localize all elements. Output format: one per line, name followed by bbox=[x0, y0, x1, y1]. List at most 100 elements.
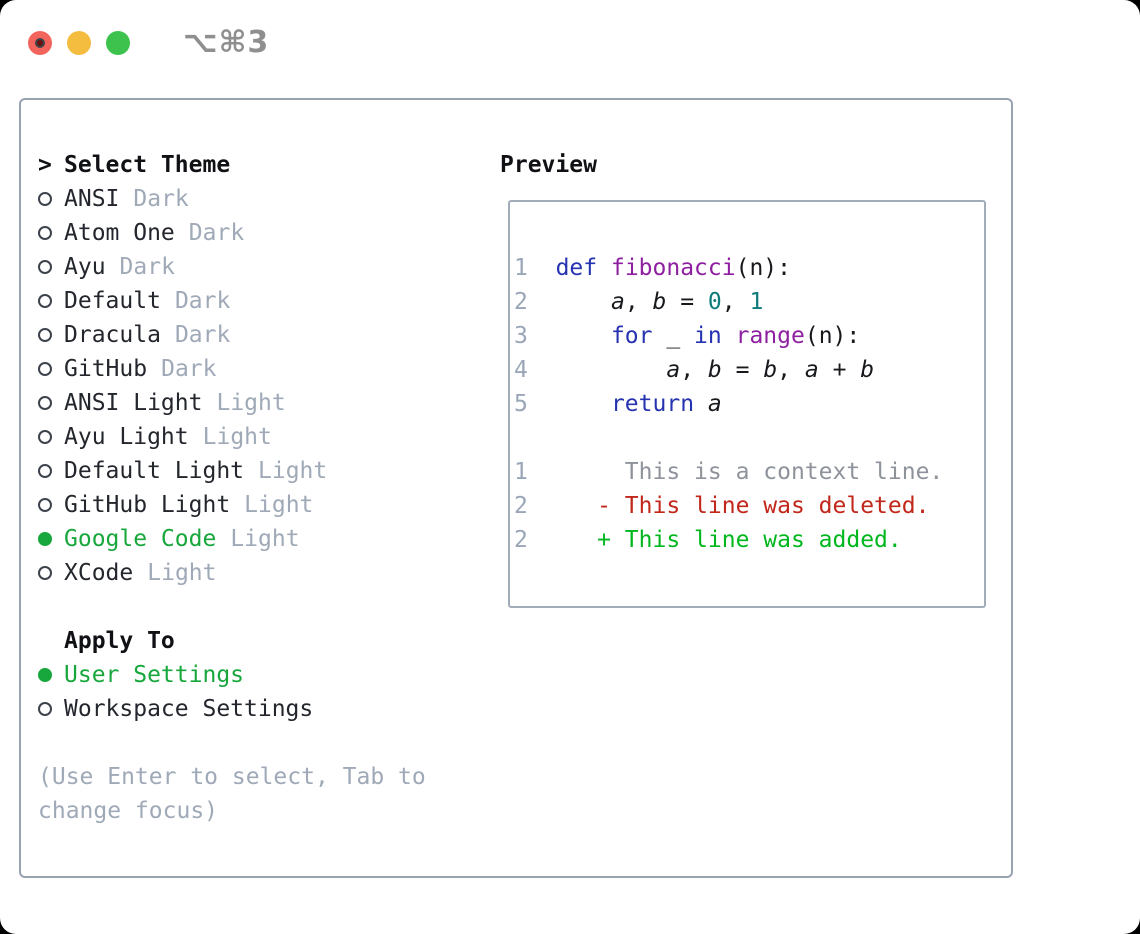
code-token bbox=[722, 319, 736, 353]
diff-text: This is a context line. bbox=[527, 459, 944, 485]
line-number: 2 bbox=[514, 493, 528, 519]
theme-variant-label: Light bbox=[216, 390, 286, 416]
code-token bbox=[694, 387, 708, 421]
theme-name: GitHub Light bbox=[64, 492, 231, 518]
code-token: range bbox=[735, 323, 805, 349]
theme-variant-label: Dark bbox=[188, 220, 245, 246]
diff-line: 1 This is a context line. bbox=[514, 455, 984, 489]
apply-option-label: Workspace Settings bbox=[64, 696, 314, 722]
code-token: a bbox=[707, 391, 722, 417]
radio-icon bbox=[38, 362, 52, 376]
theme-name: Default Light bbox=[64, 458, 245, 484]
close-modified-dot-icon bbox=[35, 37, 45, 48]
theme-variant-label: Light bbox=[230, 526, 300, 552]
diff-text: + This line was added. bbox=[527, 527, 902, 553]
code-token: fibonacci bbox=[610, 255, 736, 281]
select-theme-header: > Select Theme bbox=[38, 148, 470, 182]
radio-icon bbox=[38, 464, 52, 478]
code-token: a bbox=[804, 357, 819, 383]
window-title: ⌥⌘3 bbox=[183, 25, 270, 60]
code-token bbox=[528, 285, 611, 319]
theme-variant-label: Light bbox=[244, 492, 314, 518]
code-token: = bbox=[721, 357, 764, 383]
radio-icon bbox=[38, 532, 52, 546]
radio-icon bbox=[38, 226, 52, 240]
radio-icon bbox=[38, 294, 52, 308]
code-token: , bbox=[777, 357, 805, 383]
diff-line: 2 - This line was deleted. bbox=[514, 489, 984, 523]
apply-option-label: User Settings bbox=[64, 662, 245, 688]
theme-variant-label: Dark bbox=[161, 356, 217, 382]
radio-icon bbox=[38, 668, 52, 682]
code-token bbox=[528, 251, 556, 285]
theme-name: GitHub bbox=[64, 356, 148, 382]
theme-option[interactable]: Dracula Dark bbox=[38, 318, 470, 352]
focus-prompt-icon: > bbox=[38, 152, 52, 178]
select-theme-header-label: Select Theme bbox=[64, 152, 231, 178]
zoom-button[interactable] bbox=[106, 30, 130, 55]
theme-name: ANSI Light bbox=[64, 390, 203, 416]
code-token: b bbox=[652, 289, 667, 315]
theme-option[interactable]: XCode Light bbox=[38, 556, 470, 590]
theme-name: Dracula bbox=[64, 322, 161, 348]
code-line: 1 def fibonacci(n): bbox=[514, 251, 984, 285]
titlebar: ⌥⌘3 bbox=[28, 25, 269, 60]
apply-option[interactable]: Workspace Settings bbox=[38, 692, 470, 726]
theme-option[interactable]: Default Light Light bbox=[38, 454, 470, 488]
code-line: 2 a, b = 0, 1 bbox=[514, 285, 984, 319]
code-token: + bbox=[818, 357, 861, 383]
apply-to-header-label: Apply To bbox=[64, 628, 175, 654]
code-token: for bbox=[610, 323, 653, 349]
line-number: 2 bbox=[514, 289, 528, 315]
theme-name: Default bbox=[64, 288, 161, 314]
radio-icon bbox=[38, 566, 52, 580]
theme-option[interactable]: GitHub Light Light bbox=[38, 488, 470, 522]
theme-name: Ayu Light bbox=[64, 424, 189, 450]
radio-icon bbox=[38, 396, 52, 410]
radio-icon bbox=[38, 430, 52, 444]
code-line: 4 a, b = b, a + b bbox=[514, 353, 984, 387]
theme-picker-panel bbox=[19, 98, 1013, 878]
radio-icon bbox=[38, 328, 52, 342]
code-token bbox=[528, 353, 666, 387]
code-token: _ bbox=[652, 323, 695, 349]
code-token bbox=[597, 251, 611, 285]
theme-variant-label: Dark bbox=[133, 186, 189, 212]
line-number: 2 bbox=[514, 527, 528, 553]
apply-option[interactable]: User Settings bbox=[38, 658, 470, 692]
code-token: b bbox=[763, 357, 778, 383]
theme-option[interactable]: Google Code Light bbox=[38, 522, 470, 556]
theme-option[interactable]: ANSI Light Light bbox=[38, 386, 470, 420]
close-button[interactable] bbox=[28, 30, 52, 55]
minimize-button[interactable] bbox=[67, 30, 91, 55]
radio-icon bbox=[38, 498, 52, 512]
theme-variant-label: Light bbox=[258, 458, 328, 484]
theme-name: Google Code bbox=[64, 526, 217, 552]
theme-name: XCode bbox=[64, 560, 134, 586]
line-number: 1 bbox=[514, 459, 528, 485]
code-token: return bbox=[610, 391, 695, 417]
code-token bbox=[528, 319, 611, 353]
line-number: 4 bbox=[514, 357, 528, 383]
radio-icon bbox=[38, 260, 52, 274]
theme-variant-label: Dark bbox=[174, 322, 231, 348]
code-token: 0 bbox=[707, 289, 722, 315]
line-number: 1 bbox=[514, 255, 528, 281]
code-token bbox=[528, 387, 611, 421]
theme-variant-label: Light bbox=[147, 560, 217, 586]
spacer bbox=[38, 726, 470, 760]
code-line bbox=[514, 421, 984, 455]
code-token: (n): bbox=[735, 255, 791, 281]
code-token: b bbox=[707, 357, 722, 383]
theme-option[interactable]: GitHub Dark bbox=[38, 352, 470, 386]
